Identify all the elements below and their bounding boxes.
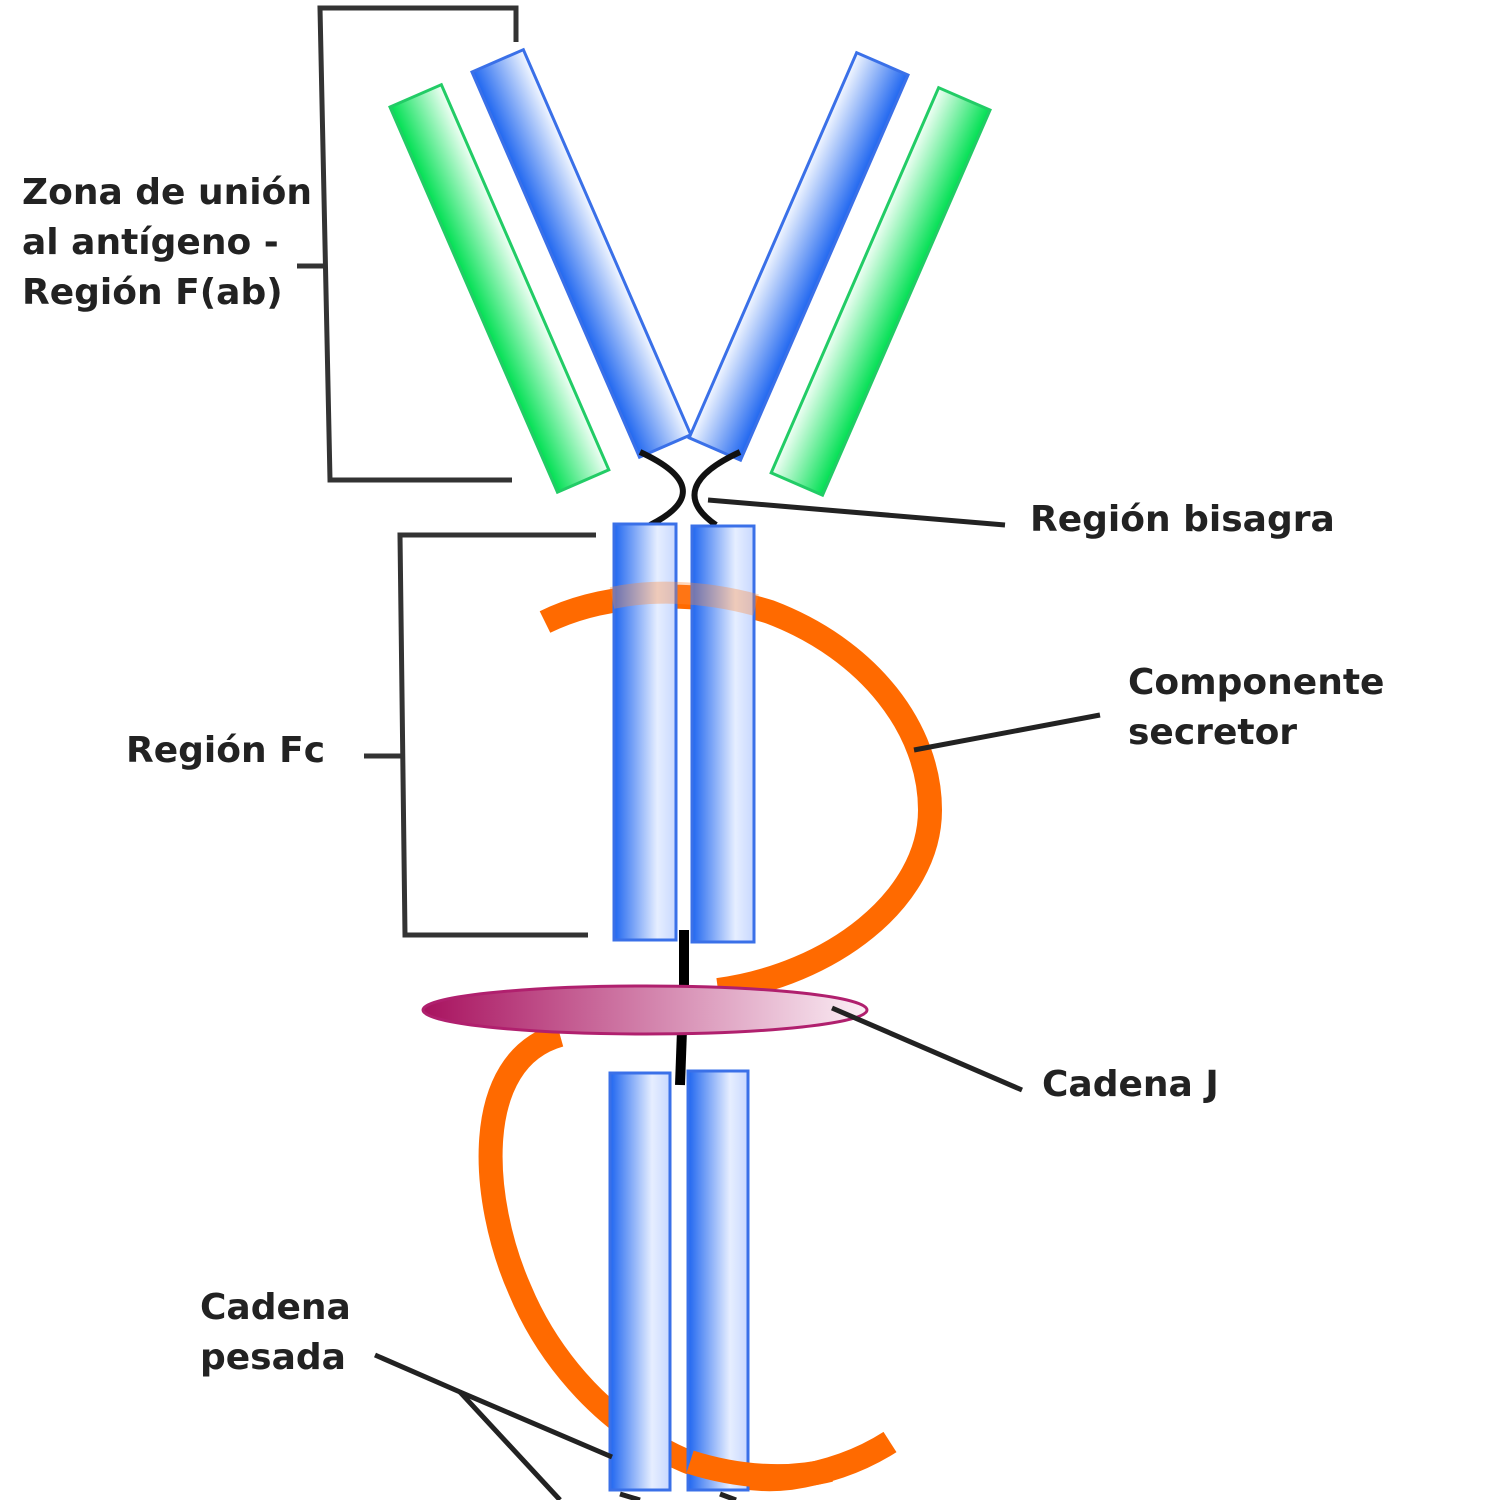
fab-arm-left bbox=[388, 47, 693, 495]
label-hinge-region: Región bisagra bbox=[1030, 499, 1335, 540]
fab-arm-right bbox=[687, 50, 992, 498]
label-heavy-line2: pesada bbox=[200, 1337, 346, 1378]
secretory-component-front bbox=[686, 1450, 833, 1489]
j-chain bbox=[421, 984, 869, 1036]
label-heavy-line1: Cadena bbox=[200, 1287, 351, 1328]
label-secretory-component: Componente secretor bbox=[1128, 658, 1384, 758]
label-secretory-line2: secretor bbox=[1128, 712, 1298, 753]
label-fab-line2: al antígeno - bbox=[22, 222, 279, 263]
light-chain-left bbox=[388, 82, 611, 495]
heavy-chain-fc-upper-right bbox=[690, 524, 756, 944]
stem-connector-lower bbox=[675, 1029, 687, 1086]
leader-lines bbox=[374, 497, 1101, 1500]
leader-heavy-2 bbox=[458, 1390, 562, 1500]
hinge-region bbox=[638, 449, 742, 528]
heavy-chain-fc-lower-right bbox=[686, 1069, 750, 1492]
label-fc-region: Región Fc bbox=[126, 730, 326, 771]
heavy-chain-fab-left bbox=[470, 47, 693, 460]
leader-jchain bbox=[831, 1005, 1023, 1093]
label-fab-line1: Zona de unión bbox=[22, 172, 312, 213]
heavy-chain-fc-upper-left bbox=[612, 522, 678, 942]
leader-heavy-3 bbox=[619, 1491, 641, 1500]
leader-hinge bbox=[707, 497, 1006, 528]
label-secretory-line1: Componente bbox=[1128, 662, 1385, 703]
label-fab-line3: Región F(ab) bbox=[22, 272, 283, 313]
label-heavy-chain: Cadena pesada bbox=[200, 1283, 351, 1383]
leader-heavy-4 bbox=[719, 1491, 737, 1500]
fc-bracket bbox=[364, 532, 596, 938]
secretory-component-overlay bbox=[609, 581, 759, 616]
light-chain-right bbox=[769, 85, 992, 498]
label-fab-region: Zona de unión al antígeno - Región F(ab) bbox=[22, 168, 312, 318]
leader-secretory bbox=[913, 712, 1101, 753]
heavy-chain-fab-right bbox=[687, 50, 910, 463]
fab-bracket bbox=[297, 5, 519, 483]
heavy-chain-fc-lower-left bbox=[608, 1071, 672, 1492]
label-j-chain: Cadena J bbox=[1042, 1064, 1219, 1105]
